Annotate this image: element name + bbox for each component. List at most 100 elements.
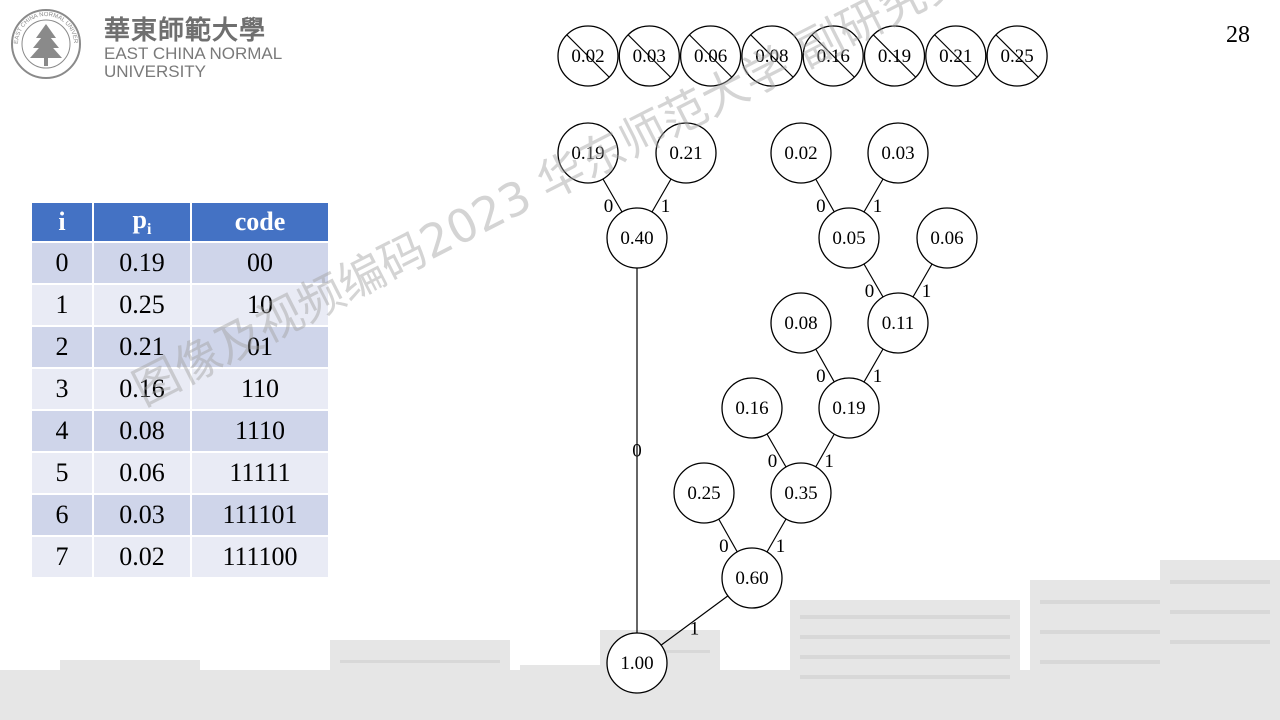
tree-node-circle [770,122,832,184]
tree-node-circle [673,462,735,524]
edge-label: 0 [816,196,826,217]
header-code: code [190,201,330,243]
tree-node-circle [655,122,717,184]
edge-label: 0 [604,196,614,217]
tree-node-label: 0.19 [571,143,604,164]
cell-code: 00 [190,241,330,285]
tree-node-circle [818,207,880,269]
crossed-node: 0.03 [618,25,680,87]
cell-i: 6 [30,493,94,537]
tree-node: 1.00 [606,632,668,694]
crossed-node: 0.25 [986,25,1048,87]
tree-node-circle [916,207,978,269]
cell-code: 111101 [190,493,330,537]
edge-label: 0 [719,536,729,557]
header-p-label: p [132,204,147,234]
crossed-node: 0.08 [741,25,803,87]
edge-label: 0 [768,451,778,472]
tree-edge [660,595,729,646]
strike-line [627,34,671,78]
header-i: i [30,201,94,243]
cell-i: 1 [30,283,94,327]
crossed-node: 0.02 [557,25,619,87]
tree-node-label: 0.06 [930,228,963,249]
cell-p: 0.16 [92,367,192,411]
tree-edge [718,518,738,553]
tree-edge [815,433,835,468]
tree-node-circle [867,122,929,184]
cell-i: 5 [30,451,94,495]
strike-line [873,34,916,78]
logo-chinese-name: 華東師範大學 [104,16,267,46]
tree-edge [863,348,884,383]
tree-node-label: 0.02 [784,143,817,164]
cell-code: 1110 [190,409,330,453]
cell-code: 01 [190,325,330,369]
university-seal-icon: EAST CHINA NORMAL UNIVERSITY [4,2,81,79]
cell-code: 11111 [190,451,330,495]
tree-node: 0.60 [721,547,783,609]
tree-node-label: 0.16 [735,398,768,419]
strike-line [995,34,1039,78]
strike-line [811,34,855,78]
cell-p: 0.03 [92,493,192,537]
cell-i: 2 [30,325,94,369]
tree-node-label: 0.03 [881,143,914,164]
tree-edge [766,433,787,468]
tree-node: 0.16 [721,377,783,439]
cell-p: 0.21 [92,325,192,369]
crossed-node: 0.21 [925,25,987,87]
strike-line [566,34,610,78]
cell-code: 10 [190,283,330,327]
logo-english-name-line2: UNIVERSITY [104,62,207,81]
crossed-node: 0.19 [863,25,926,87]
tree-edge [651,178,672,213]
cell-i: 4 [30,409,94,453]
edge-label: 1 [661,196,671,217]
tree-node-label: 0.19 [832,398,865,419]
crossed-node: 0.06 [679,25,742,87]
tree-node: 0.35 [770,462,832,524]
tree-edge [863,263,884,298]
tree-node-circle [606,207,668,269]
tree-edge [815,178,835,213]
tree-edge [815,348,835,383]
tree-node: 0.25 [673,462,735,524]
tree-node-circle [818,377,880,439]
cell-p: 0.25 [92,283,192,327]
tree-node-label: 0.25 [687,483,720,504]
tree-node: 0.06 [916,207,978,269]
edge-label: 1 [776,536,786,557]
tree-node: 0.08 [770,292,832,354]
campus-skyline-background [0,560,1280,720]
tree-node-label: 1.00 [620,653,653,674]
tree-node: 0.21 [655,122,717,184]
tree-node: 0.19 [818,377,880,439]
tree-node-circle [721,377,783,439]
tree-node: 0.40 [606,207,668,269]
tree-node-label: 0.05 [832,228,865,249]
tree-node-label: 0.11 [882,313,915,334]
tree-edge [863,178,884,213]
tree-edge [602,178,623,213]
tree-node-circle [770,462,832,524]
tree-node-label: 0.60 [735,568,768,589]
tree-node-circle [557,122,619,184]
tree-node-circle [721,547,783,609]
tree-node-label: 0.35 [784,483,817,504]
crossed-node: 0.16 [802,25,864,87]
strike-line [934,34,978,78]
tree-node: 0.19 [557,122,619,184]
header-p-subscript: i [147,221,152,239]
cell-p: 0.02 [92,535,192,579]
tree-edge [912,263,933,298]
edge-label: 1 [824,451,834,472]
